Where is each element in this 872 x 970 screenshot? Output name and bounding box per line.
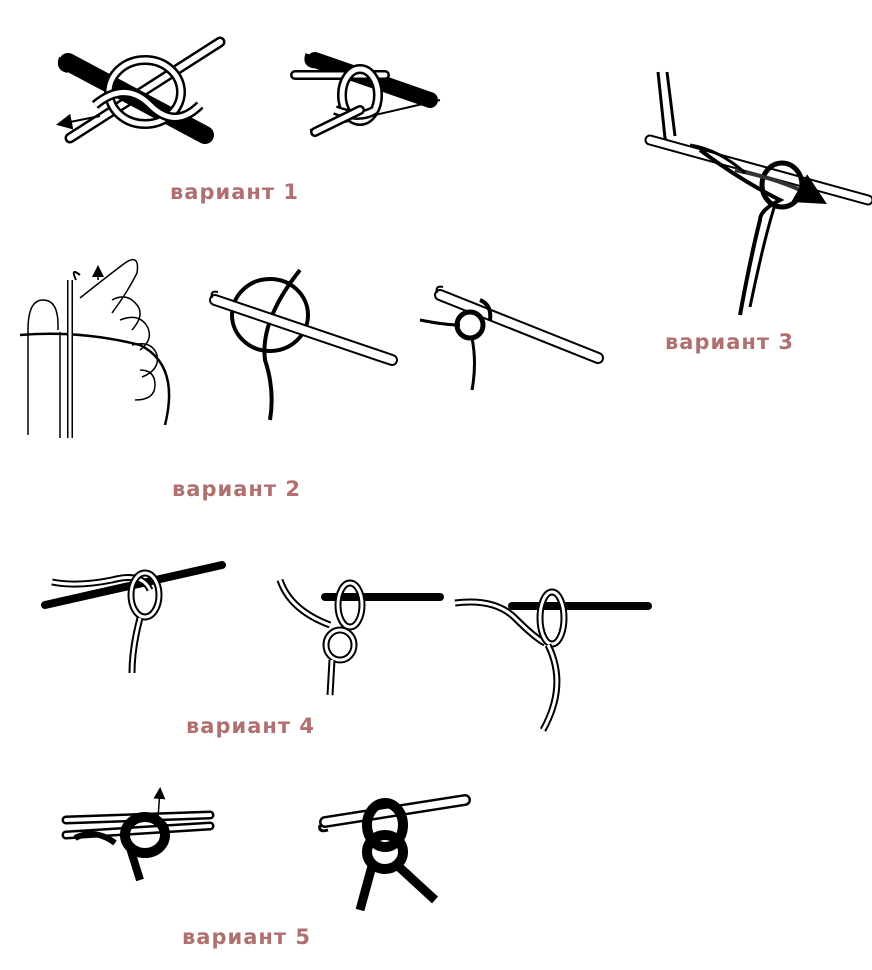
variant-5-step-1 (61, 787, 215, 882)
variant-1-label: вариант 1 (170, 180, 299, 204)
variant-2-hand (19, 258, 171, 438)
variant-2-step-2 (419, 285, 604, 391)
variant-5-step-2 (318, 794, 471, 912)
variant-1-step-1 (56, 36, 226, 144)
variant-3-illustration (644, 71, 872, 316)
variant-5-label: вариант 5 (182, 925, 311, 949)
variant-1-step-2 (290, 52, 441, 137)
variant-4-step-3 (454, 588, 652, 732)
variant-3-label: вариант 3 (665, 330, 794, 354)
variant-4-label: вариант 4 (186, 714, 315, 738)
variant-2-step-1 (209, 268, 398, 421)
variant-2-label: вариант 2 (172, 477, 301, 501)
variant-4-step-1 (41, 561, 226, 674)
variant-4-step-2 (276, 578, 444, 696)
